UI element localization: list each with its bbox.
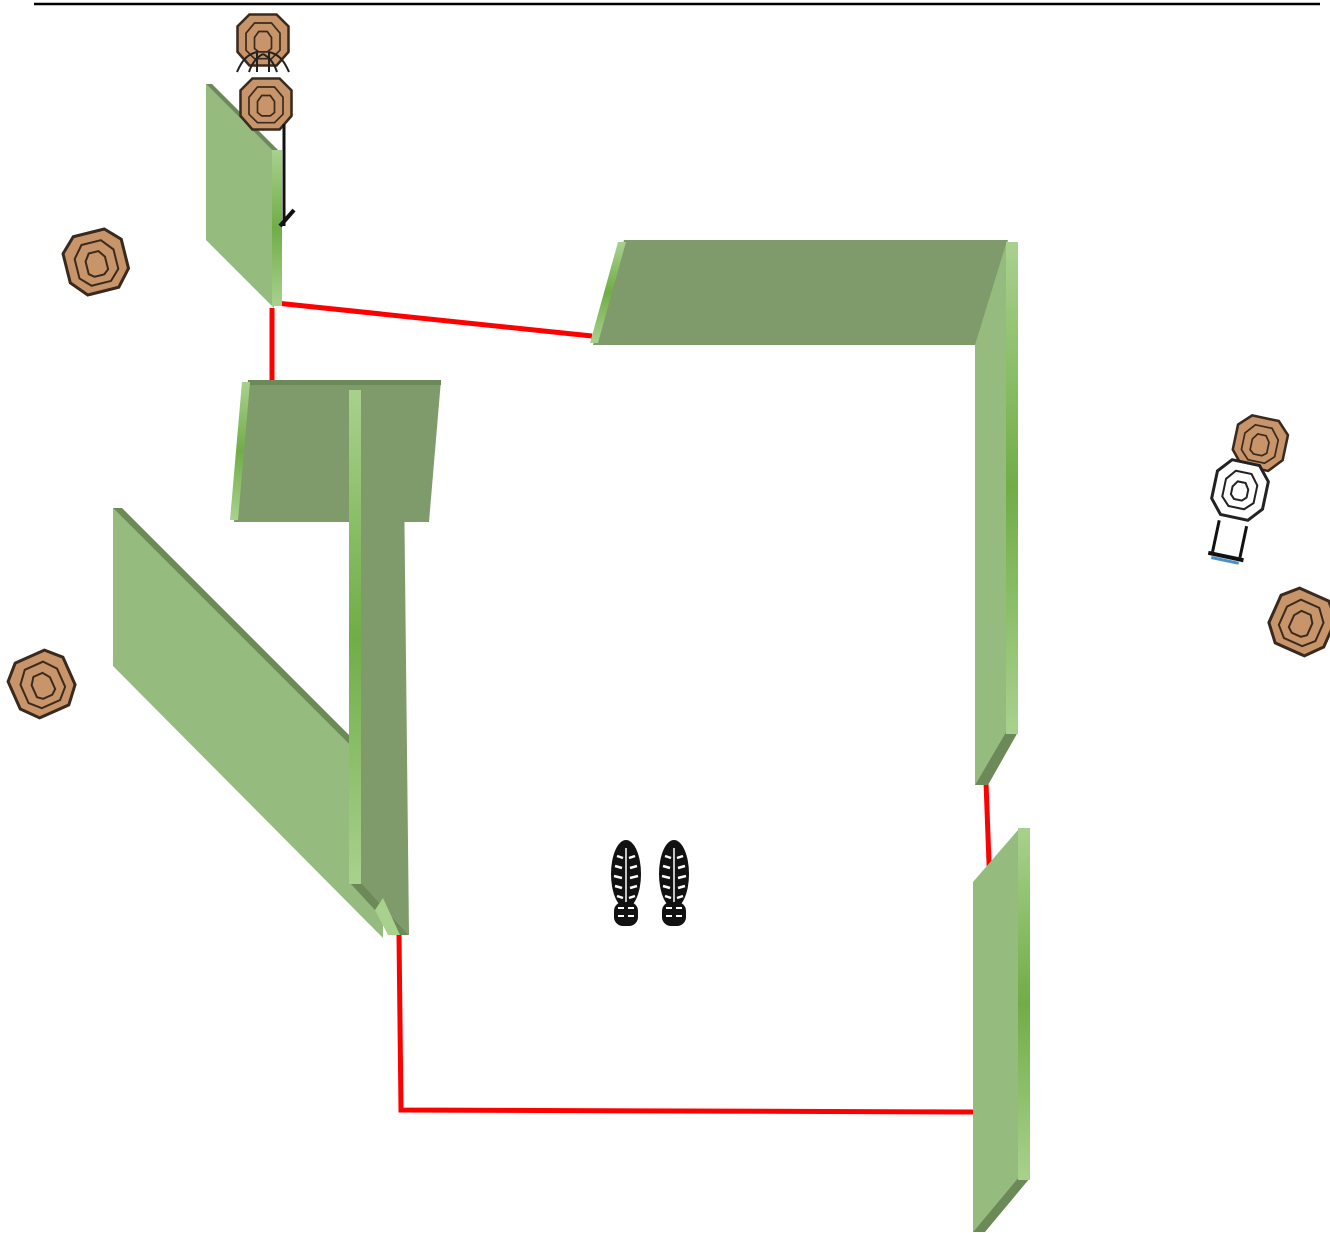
target-left-upper [58,224,134,300]
fault-lines [269,300,993,1115]
wall-left-block [230,380,441,522]
wall-left-vertical [349,390,409,935]
shooter-position-footprints-icon [611,840,689,926]
fault-line-bottom [396,934,976,1115]
wall-top-right-barricade [590,240,1008,345]
wall-right-lower [973,828,1030,1232]
wall-left-diagonal [113,508,392,938]
target-left-lower [0,642,84,726]
wall-right-upper [975,242,1018,785]
fault-line-top [275,300,593,339]
target-top-pair [236,13,296,228]
target-right-no-shoot [1205,411,1292,567]
target-right-lower [1260,580,1330,664]
